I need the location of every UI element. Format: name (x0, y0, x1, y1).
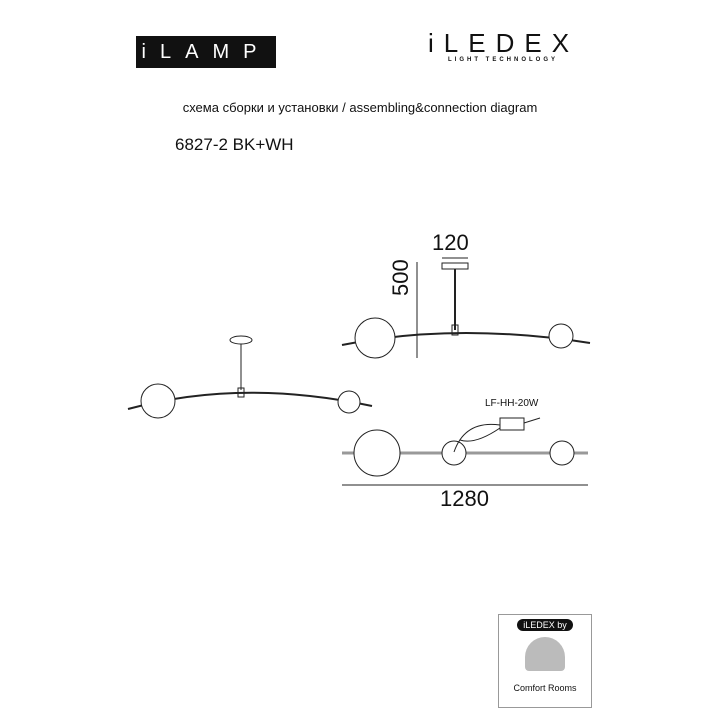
small-globe (549, 440, 575, 466)
lamp-front-view (341, 257, 591, 359)
model-number: 6827-2 BK+WH (175, 135, 294, 154)
ilamp-logo: iLAMP (136, 36, 276, 68)
small-globe (337, 390, 361, 414)
lamp-perspective-view (127, 335, 373, 419)
dimension-height: 500 (388, 259, 413, 296)
dimension-canopy: 120 (432, 230, 469, 255)
driver-wires (453, 423, 501, 453)
center-globe (441, 440, 467, 466)
iledex-logo: iLEDEX (428, 28, 580, 58)
canopy (229, 335, 253, 345)
driver-label: LF-HH-20W (485, 398, 539, 409)
driver-box (499, 417, 525, 431)
canopy (441, 262, 469, 270)
small-globe (548, 323, 574, 349)
iledex-tagline: LIGHT TECHNOLOGY (448, 57, 558, 63)
large-globe (354, 317, 396, 359)
rod-joint (451, 324, 459, 336)
diagram-subtitle: схема сборки и установки / assembling&co… (182, 100, 538, 115)
logo-name: Comfort Rooms (513, 683, 577, 693)
logo-badge: iLEDEX by (517, 619, 573, 631)
large-globe (140, 383, 176, 419)
lamp-top-view (342, 417, 588, 486)
chair-icon (525, 637, 565, 671)
dimension-length: 1280 (440, 486, 489, 511)
large-globe (353, 429, 401, 477)
comfort-rooms-logo: iLEDEX by Comfort Rooms (498, 614, 592, 708)
power-cable (523, 417, 541, 424)
